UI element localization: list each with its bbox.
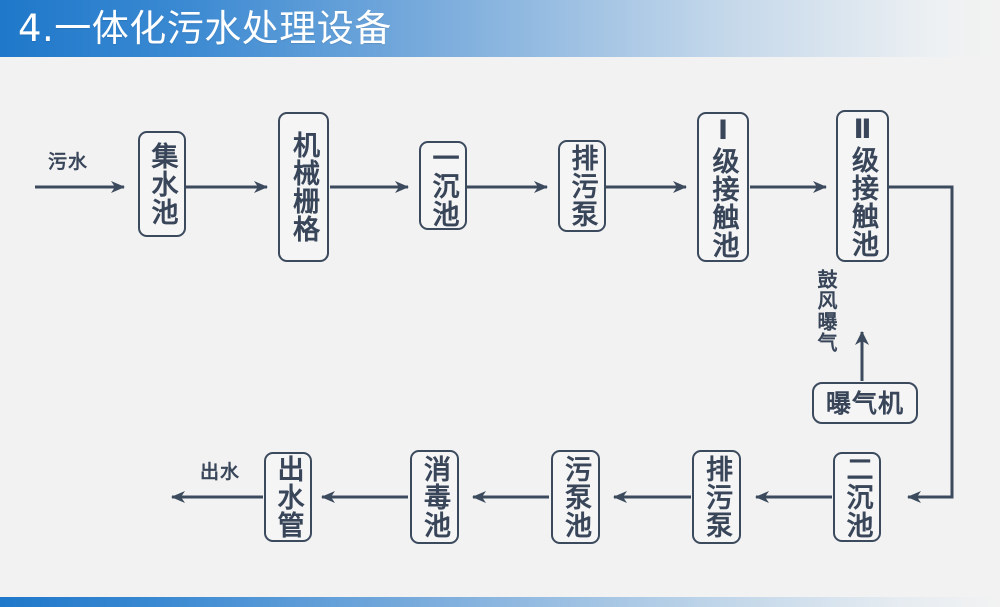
node-sewage-pump-top[interactable]: 排污泵 — [558, 140, 606, 232]
arrow-contact2-to-secondary — [889, 185, 954, 503]
node-mechanical-grille[interactable]: 机械栅格 — [278, 112, 329, 262]
node-contact-tank-2-label: Ⅱ级接触池 — [847, 114, 878, 258]
node-contact-tank-1[interactable]: Ⅰ级接触池 — [697, 112, 749, 262]
node-primary-sed-tank-label: 一沉池 — [427, 143, 459, 228]
label-inlet: 污水 — [48, 151, 89, 173]
node-secondary-sed-tank-label: 二沉池 — [841, 455, 873, 539]
node-outlet-pipe[interactable]: 出水管 — [264, 452, 312, 542]
node-sewage-pump-bottom-label: 排污泵 — [701, 455, 732, 539]
node-contact-tank-1-label: Ⅰ级接触池 — [707, 115, 739, 259]
node-contact-tank-2[interactable]: Ⅱ级接触池 — [836, 110, 889, 262]
node-outlet-pipe-label: 出水管 — [272, 455, 304, 539]
node-aerator-label: 曝气机 — [825, 388, 904, 418]
node-sewage-pump-bottom[interactable]: 排污泵 — [692, 450, 741, 544]
node-mechanical-grille-label: 机械栅格 — [288, 131, 319, 243]
label-outlet: 出水 — [200, 461, 241, 483]
node-sludge-pump-tank-label: 污泵池 — [560, 455, 591, 539]
header-bar: 4.一体化污水处理设备 — [0, 0, 1000, 57]
node-collect-tank-label: 集水池 — [146, 142, 178, 226]
node-primary-sed-tank[interactable]: 一沉池 — [419, 141, 467, 230]
node-disinfection-tank[interactable]: 消毒池 — [410, 450, 459, 544]
page-title: 4.一体化污水处理设备 — [18, 7, 392, 50]
node-aerator[interactable]: 曝气机 — [812, 382, 918, 424]
node-sludge-pump-tank[interactable]: 污泵池 — [551, 450, 600, 544]
node-sewage-pump-top-label: 排污泵 — [566, 144, 598, 228]
node-secondary-sed-tank[interactable]: 二沉池 — [833, 452, 881, 542]
flow-connectors — [35, 181, 954, 503]
node-collect-tank[interactable]: 集水池 — [138, 131, 186, 237]
footer-bar — [0, 597, 1000, 607]
node-disinfection-tank-label: 消毒池 — [419, 455, 450, 539]
label-aeration: 鼓风曝气 — [814, 269, 838, 353]
process-flow-diagram: 污水 出水 鼓风曝气 集水池 机械栅格 一沉池 排污泵 Ⅰ级接触池 Ⅱ级接触池 … — [0, 57, 1000, 597]
